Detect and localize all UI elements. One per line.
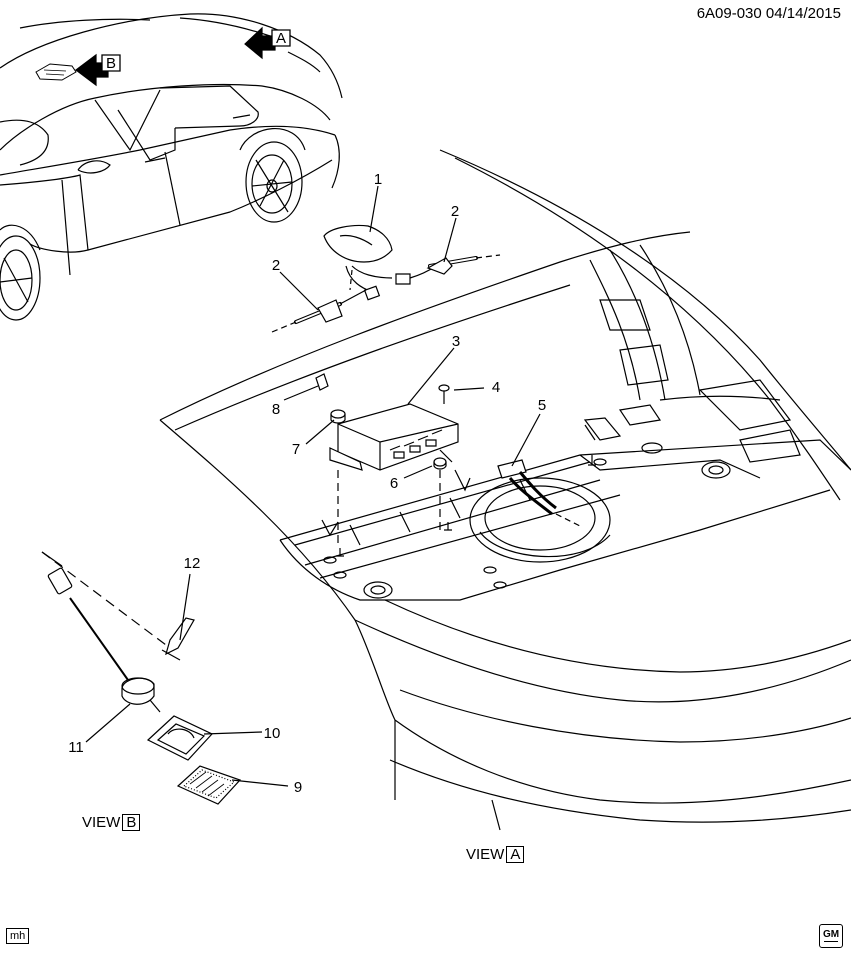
callout-4: 4 <box>492 379 500 396</box>
diagram-header: 6A09-030 04/14/2015 <box>697 5 841 22</box>
view-b-prefix: VIEW <box>82 814 121 831</box>
view-a-prefix: VIEW <box>466 846 505 863</box>
part-antenna <box>324 225 436 299</box>
callout-2-left: 2 <box>272 257 280 274</box>
callout-7: 7 <box>292 441 300 458</box>
callout-3: 3 <box>452 333 460 350</box>
gm-logo: GM <box>819 924 843 948</box>
callout-12: 12 <box>184 555 201 572</box>
callout-1: 1 <box>374 171 382 188</box>
part-cable-left <box>272 290 366 332</box>
callout-10: 10 <box>264 725 281 742</box>
part-connector <box>498 460 580 526</box>
diagram-date: 04/14/2015 <box>765 5 841 22</box>
illustrator-tag: mh <box>6 928 30 944</box>
gm-logo-bar <box>824 941 838 942</box>
leader-lines <box>86 186 540 786</box>
view-a-arrow: A <box>245 28 290 58</box>
diagram-code: 6A09-030 <box>696 5 762 22</box>
trunk-view-a <box>160 150 851 830</box>
view-a-arrow-label: A <box>276 30 286 47</box>
callout-8: 8 <box>272 401 280 418</box>
gm-logo-text: GM <box>822 929 840 940</box>
view-b-detail <box>42 552 240 804</box>
part-bolt <box>439 385 449 404</box>
callout-9: 9 <box>294 779 302 796</box>
part-nut <box>434 458 446 469</box>
view-b-arrow: B <box>76 55 120 85</box>
callout-numbers: 1 2 2 3 4 5 6 7 8 9 10 11 12 <box>68 171 546 796</box>
callout-2-right: 2 <box>451 203 459 220</box>
part-cable-right <box>428 255 500 274</box>
view-b-letter: B <box>122 814 141 831</box>
callout-6: 6 <box>390 475 398 492</box>
view-b-arrow-label: B <box>106 55 116 72</box>
part-stud <box>316 374 328 390</box>
callout-11: 11 <box>68 739 84 756</box>
view-a-label: VIEW A <box>466 846 525 863</box>
vehicle-locator <box>0 14 342 320</box>
view-b-label: VIEW B <box>82 814 141 831</box>
callout-5: 5 <box>538 397 546 414</box>
part-module <box>330 404 458 470</box>
part-nut-2 <box>331 410 345 423</box>
view-a-letter: A <box>506 846 525 863</box>
